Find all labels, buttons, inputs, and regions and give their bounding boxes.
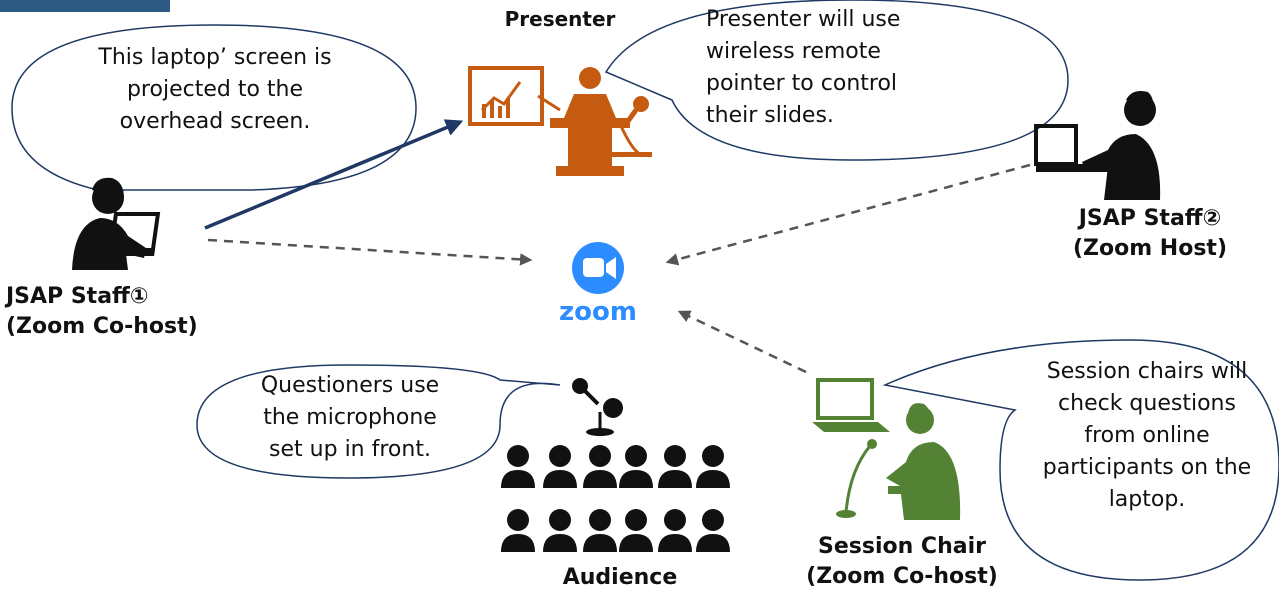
- bubble-line: projected to the: [126, 77, 304, 102]
- chair-bubble-text: Session chairs will check questions from…: [1018, 356, 1276, 516]
- bubble-line: wireless remote: [706, 39, 881, 64]
- bubble-line: Presenter will use: [706, 7, 901, 32]
- audience-label: Audience: [562, 565, 678, 590]
- chair-speech-bubble: [882, 339, 1279, 581]
- bubble-line: overhead screen.: [119, 109, 311, 134]
- bubble-line: Questioners use: [260, 373, 440, 398]
- laptop-bubble-text: This laptop’ screen is projected to the …: [40, 42, 390, 138]
- bubble-line: set up in front.: [269, 437, 431, 462]
- staff2-name: JSAP Staff②: [1078, 206, 1222, 231]
- chair-laptop-icon: [812, 378, 961, 520]
- zoom-logo-icon: zoom: [559, 242, 637, 327]
- microphone-icon: [572, 378, 623, 436]
- chair-to-zoom-arrow: [677, 310, 807, 374]
- bubble-line: laptop.: [1108, 487, 1186, 512]
- staff2-to-zoom-arrow: [665, 163, 1031, 266]
- bubble-line: pointer to control: [706, 71, 898, 96]
- staff1-name: JSAP Staff①: [6, 284, 149, 309]
- bubble-line: the microphone: [263, 405, 437, 430]
- bubble-line: check questions: [1058, 391, 1236, 416]
- bubble-line: Session chairs will: [1046, 359, 1248, 384]
- staff1-role: (Zoom Co-host): [6, 314, 198, 339]
- laptop-to-screen-arrow: [204, 119, 464, 230]
- zoom-wordmark: zoom: [559, 297, 637, 327]
- laptop-speech-bubble: [11, 24, 417, 191]
- corner-tab: [0, 0, 170, 12]
- presenter-podium-icon: [468, 66, 652, 176]
- questioners-speech-bubble: [196, 364, 561, 479]
- staff2-role: (Zoom Host): [1072, 236, 1227, 261]
- questioners-bubble-text: Questioners use the microphone set up in…: [220, 370, 480, 466]
- laptop-user-icon: [72, 177, 161, 270]
- staff2-label: JSAP Staff② (Zoom Host): [1040, 204, 1260, 264]
- chair-name: Session Chair: [818, 534, 986, 559]
- bubble-line: from online: [1084, 423, 1210, 448]
- chair-role: (Zoom Co-host): [806, 564, 998, 589]
- bubble-line: This laptop’ screen is: [98, 45, 332, 70]
- chair-label: Session Chair (Zoom Co-host): [772, 532, 1032, 592]
- staff1-to-zoom-arrow: [207, 238, 533, 266]
- bubble-line: their slides.: [706, 103, 834, 128]
- presenter-speech-bubble: [604, 0, 1069, 161]
- laptop-user-icon: [1034, 91, 1161, 200]
- staff1-label: JSAP Staff① (Zoom Co-host): [6, 282, 306, 342]
- audience-icon: [501, 445, 730, 552]
- presenter-bubble-text: Presenter will use wireless remote point…: [706, 4, 966, 132]
- bubble-line: participants on the: [1042, 455, 1252, 480]
- presenter-label: Presenter: [504, 7, 616, 31]
